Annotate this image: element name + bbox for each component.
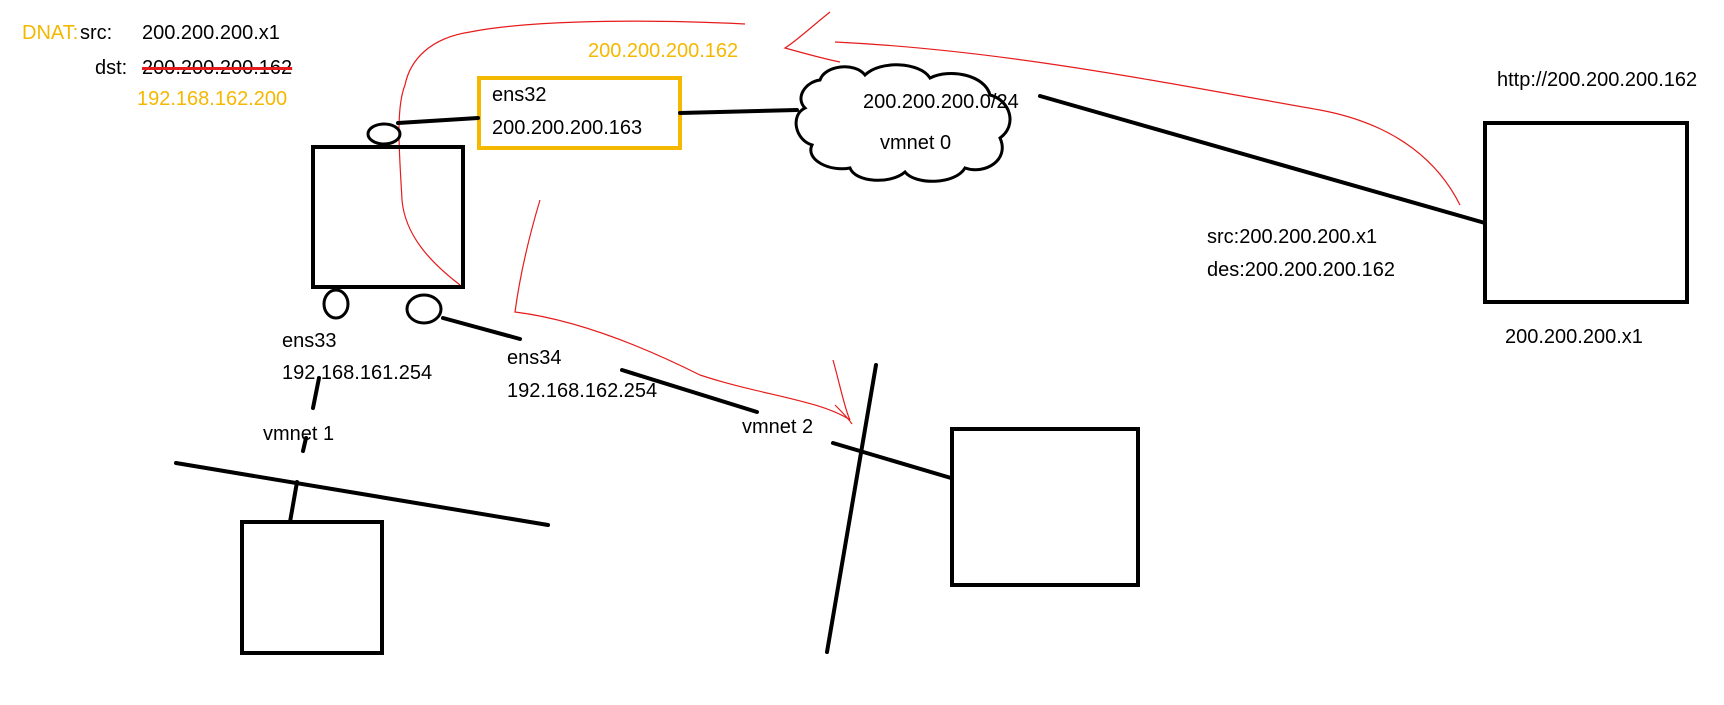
packet-src: src:200.200.200.x1 <box>1207 226 1378 248</box>
dnat-tag: DNAT: <box>22 22 79 44</box>
vmnet2-name: vmnet 2 <box>742 416 814 438</box>
vmnet2-host-box <box>950 427 1140 587</box>
vmnet1-switch-line <box>174 461 550 527</box>
ens34-name: ens34 <box>507 347 562 369</box>
vmnet1-host-box <box>240 520 384 655</box>
vmnet0-name: vmnet 0 <box>880 132 952 154</box>
vmnet0-cloud <box>794 63 1012 183</box>
packet-path <box>398 11 1461 425</box>
ens34-port <box>405 293 443 325</box>
dnat-src-value: 200.200.200.x1 <box>142 22 280 44</box>
dnat-src-key: src: <box>80 22 113 44</box>
packet-path-bottom <box>514 199 851 421</box>
vmnet0-subnet: 200.200.200.0/24 <box>863 91 1019 113</box>
link-ens32-vmnet0 <box>678 108 799 115</box>
ens33-port <box>322 288 350 320</box>
link-vmnet2-host <box>831 441 953 480</box>
packet-path-top <box>398 20 746 286</box>
packet-path-return <box>834 41 1461 206</box>
dnat-dst-old: 200.200.200.162 <box>142 57 293 79</box>
ens32-name: ens32 <box>492 84 547 106</box>
ens33-name: ens33 <box>282 330 337 352</box>
link-vmnet1-host <box>288 480 299 524</box>
link-ens34 <box>441 316 522 341</box>
client-url: http://200.200.200.162 <box>1497 69 1698 91</box>
ens34-ip: 192.168.162.254 <box>507 380 658 402</box>
packet-path-return-arrow <box>783 11 841 63</box>
link-ens34-vmnet2 <box>620 368 759 414</box>
ens32-port <box>366 122 402 146</box>
vmnet2-switch-line <box>825 363 878 654</box>
link-ens33-b <box>301 436 308 453</box>
link-vmnet0-client <box>1038 94 1487 225</box>
packet-path-arrow-tip <box>832 359 853 425</box>
link-ens32 <box>396 116 480 125</box>
client-ip: 200.200.200.x1 <box>1505 326 1643 348</box>
link-ens33-a <box>311 376 321 410</box>
packet-dst: des:200.200.200.162 <box>1207 259 1395 281</box>
router-box <box>311 145 465 289</box>
ens32-public-ip: 200.200.200.162 <box>588 40 739 62</box>
vmnet1-name: vmnet 1 <box>263 423 335 445</box>
dnat-dst-key: dst: <box>95 57 128 79</box>
ens32-ip: 200.200.200.163 <box>492 117 643 139</box>
ens33-ip: 192.168.161.254 <box>282 362 433 384</box>
client-host-box <box>1483 121 1689 304</box>
dnat-dst-new: 192.168.162.200 <box>137 88 288 110</box>
